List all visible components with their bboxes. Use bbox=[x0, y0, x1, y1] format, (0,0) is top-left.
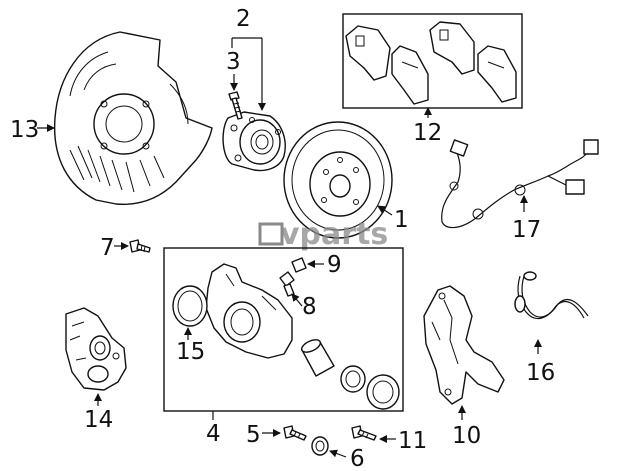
callout-7: 7 bbox=[100, 235, 129, 261]
hub-bolt-part-3 bbox=[228, 91, 243, 120]
callout-9: 9 bbox=[307, 252, 342, 278]
watermark: vparts bbox=[258, 217, 388, 252]
callout-12: 12 bbox=[413, 107, 442, 146]
svg-text:7: 7 bbox=[100, 235, 115, 261]
svg-text:2: 2 bbox=[236, 6, 251, 32]
callout-6: 6 bbox=[329, 446, 365, 471]
svg-text:17: 17 bbox=[512, 217, 541, 243]
bolt-part-7 bbox=[129, 239, 151, 253]
callout-16: 16 bbox=[526, 339, 555, 386]
parking-brake-actuator-part-14 bbox=[65, 307, 127, 391]
svg-text:16: 16 bbox=[526, 360, 555, 386]
svg-text:4: 4 bbox=[206, 421, 221, 447]
svg-text:6: 6 bbox=[350, 446, 365, 471]
caliper-bracket-part-10 bbox=[423, 285, 505, 405]
callout-5: 5 bbox=[246, 422, 281, 448]
abs-sensor-harness-part-17 bbox=[441, 139, 599, 229]
callout-15: 15 bbox=[176, 327, 205, 365]
svg-text:8: 8 bbox=[302, 294, 317, 320]
svg-text:13: 13 bbox=[10, 117, 39, 143]
dust-shield-part-13 bbox=[53, 31, 213, 205]
bolt-part-11 bbox=[351, 425, 377, 441]
bushing-part-6 bbox=[311, 436, 329, 456]
svg-text:3: 3 bbox=[226, 49, 241, 75]
brake-hose-part-16 bbox=[514, 271, 589, 320]
brake-rotor-part-1 bbox=[283, 121, 393, 239]
caliper-assembly-part-4 bbox=[163, 247, 404, 412]
svg-text:vparts: vparts bbox=[280, 217, 388, 252]
svg-text:14: 14 bbox=[84, 407, 113, 433]
svg-text:9: 9 bbox=[327, 252, 342, 278]
svg-text:5: 5 bbox=[246, 422, 261, 448]
callout-10: 10 bbox=[452, 405, 481, 449]
callout-13: 13 bbox=[10, 117, 55, 143]
callout-17: 17 bbox=[512, 195, 541, 243]
callout-8: 8 bbox=[291, 293, 317, 320]
brake-pads-part-12 bbox=[342, 13, 523, 109]
svg-text:11: 11 bbox=[398, 428, 427, 454]
bolt-part-5 bbox=[283, 425, 307, 441]
svg-text:15: 15 bbox=[176, 339, 205, 365]
hub-bearing-part-2 bbox=[222, 111, 286, 172]
svg-text:1: 1 bbox=[394, 207, 409, 233]
callout-2: 2 bbox=[231, 6, 266, 111]
callout-14: 14 bbox=[84, 393, 113, 433]
callout-3: 3 bbox=[226, 49, 241, 91]
svg-text:10: 10 bbox=[452, 423, 481, 449]
svg-text:12: 12 bbox=[413, 120, 442, 146]
callout-4: 4 bbox=[206, 411, 221, 447]
callout-1: 1 bbox=[377, 205, 409, 233]
callout-11: 11 bbox=[379, 428, 427, 454]
